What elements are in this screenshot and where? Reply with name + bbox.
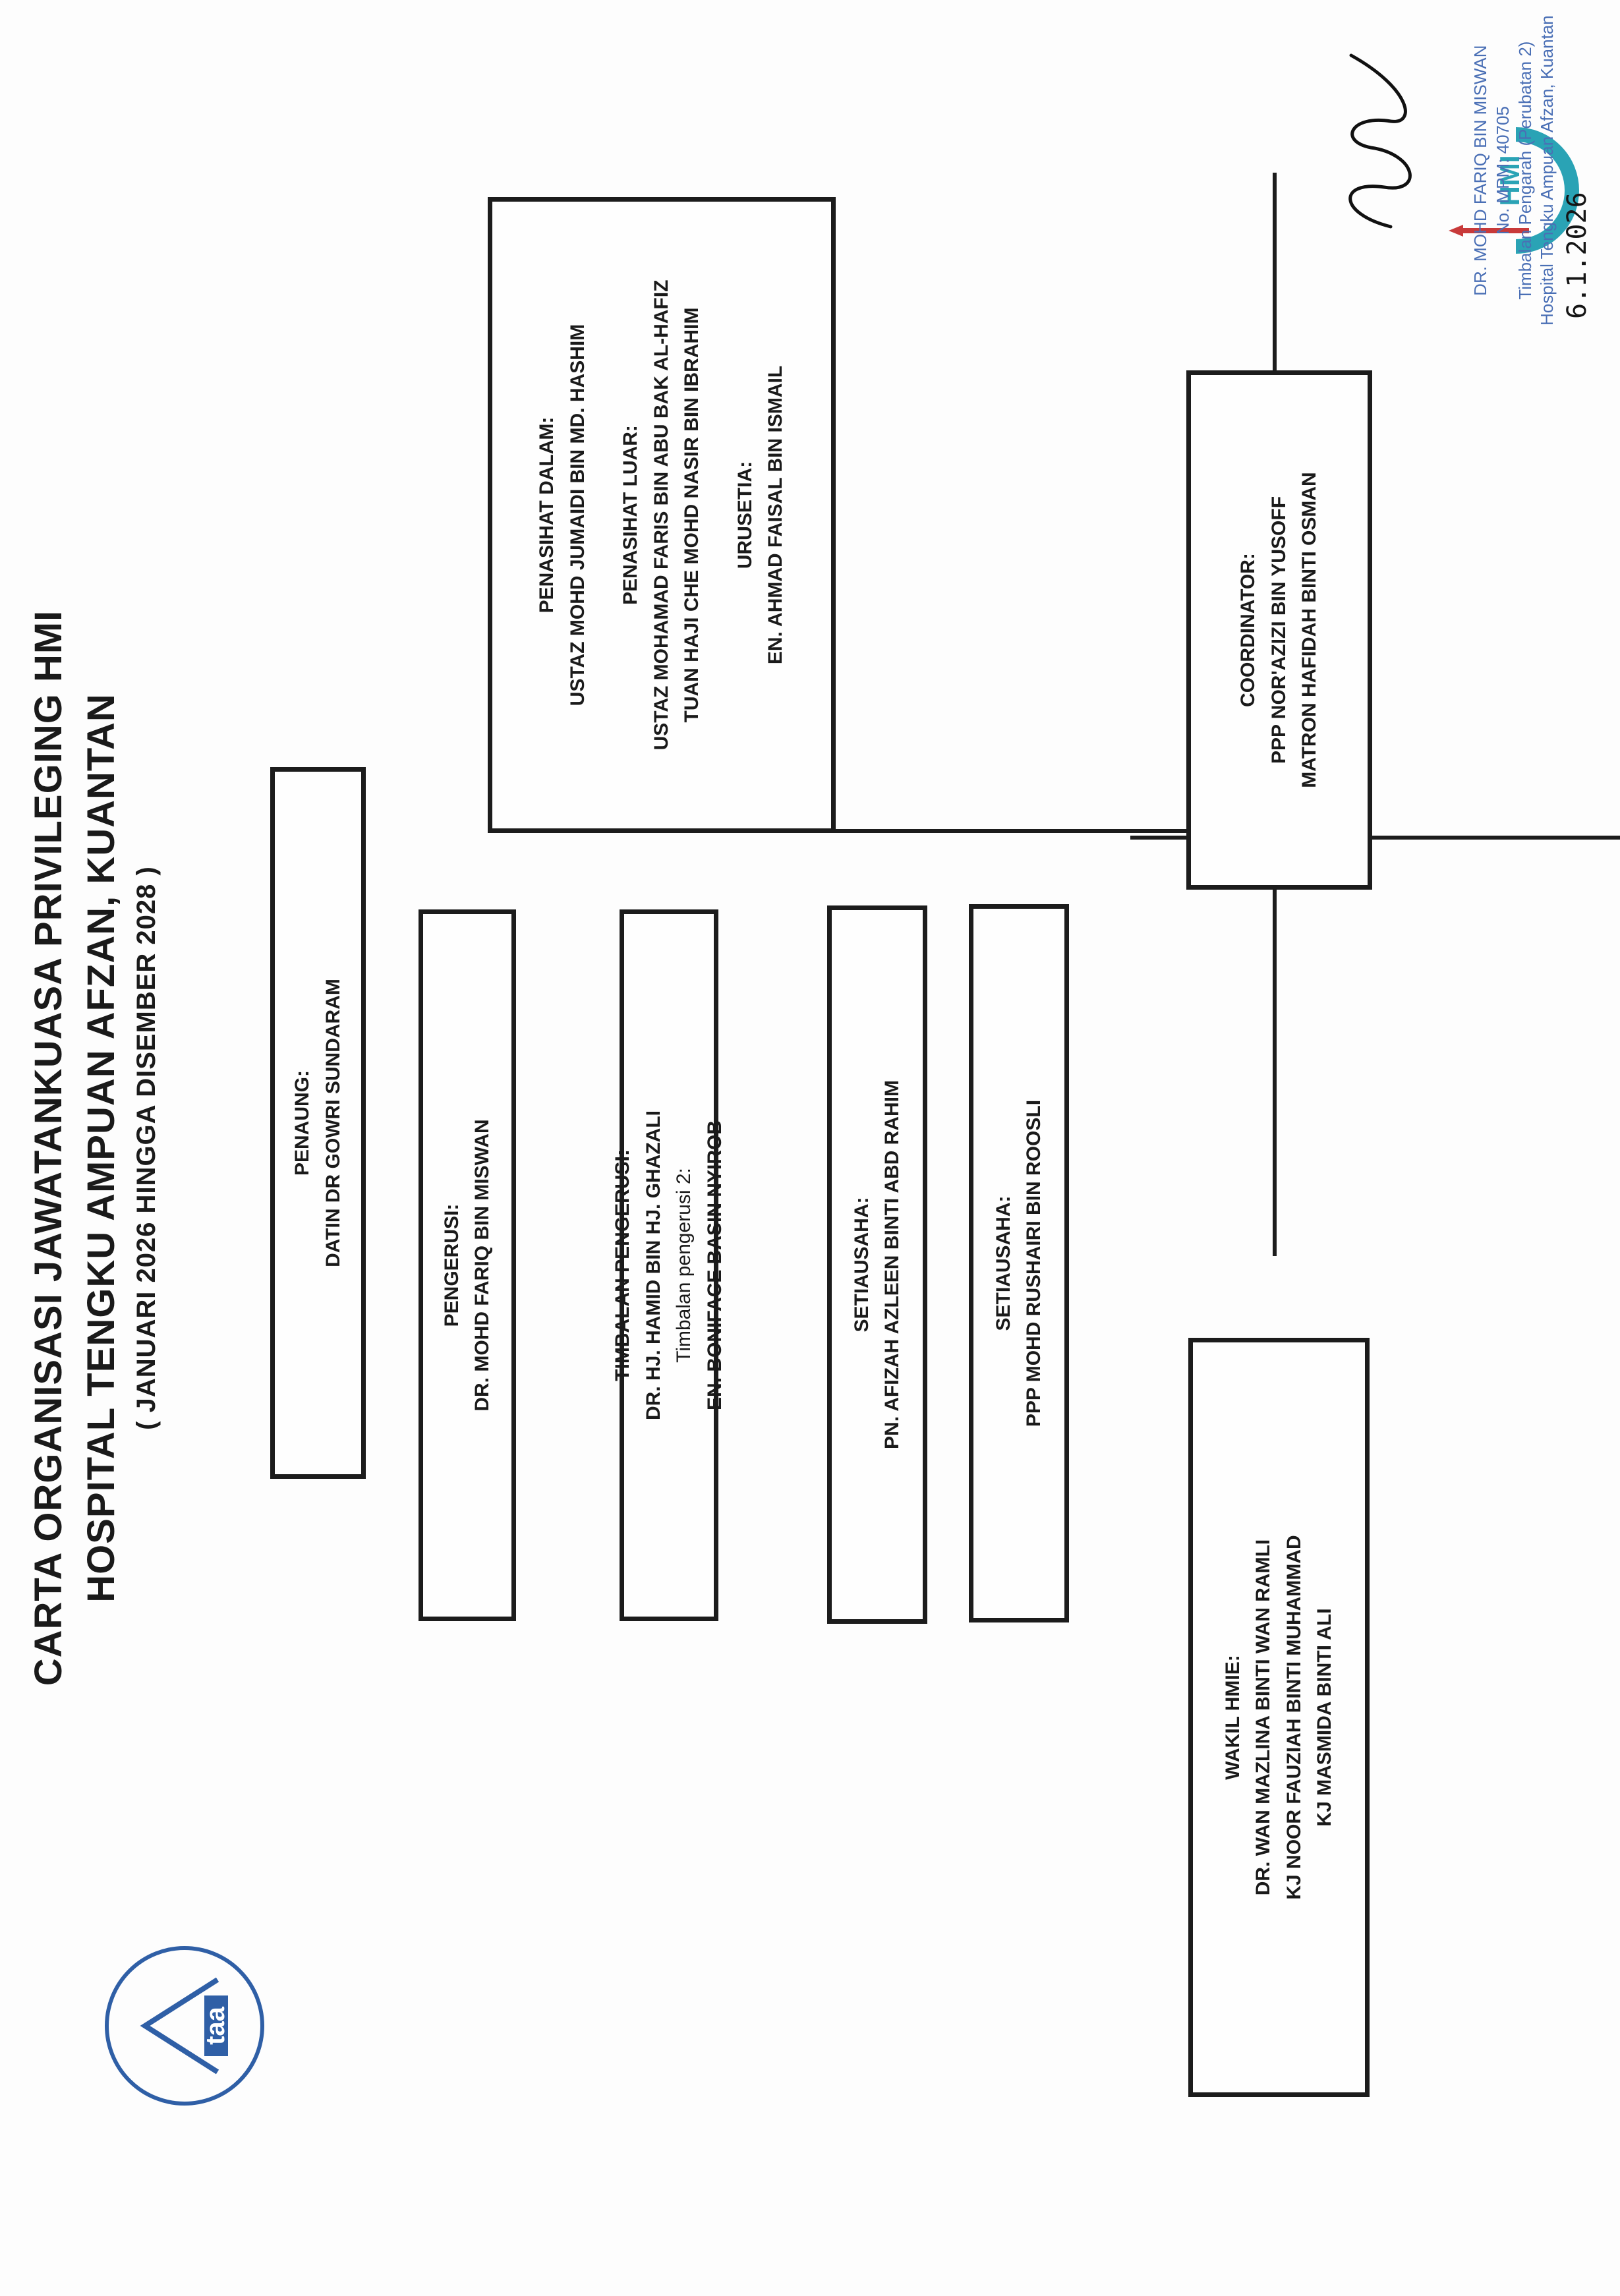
penasihat-dalam-role: PENASIHAT DALAM: [536, 416, 558, 614]
setiausaha-2-role: SETIAUSAHA: [992, 1195, 1014, 1331]
wakil-name-3: KJ MASMIDA BINTI ALI [1314, 1608, 1335, 1827]
stamp-line-2: No. MPM: 40705 [1492, 106, 1513, 235]
hmi-logo-text: HMI [1494, 156, 1525, 206]
urusetia-role: URUSETIA: [734, 461, 756, 569]
coordinator-name-2: MATRON HAFIDAH BINTI OSMAN [1298, 472, 1321, 788]
timbalan-pengerusi-box: TIMBALAN PENGERUSI: DR. HJ. HAMID BIN HJ… [612, 909, 726, 1621]
penaung-role: PENAUNG: [291, 1070, 313, 1176]
penasihat-luar-name-1: USTAZ MOHAMAD FARIS BIN ABU BAK AL-HAFIZ [650, 279, 672, 751]
timbalan-name: DR. HJ. HAMID BIN HJ. GHAZALI [642, 1110, 664, 1421]
wakil-name-2: KJ NOOR FAUZIAH BINTI MUHAMMAD [1283, 1535, 1305, 1900]
coordinator-name-1: PPP NOR'AZIZI BIN YUSOFF [1267, 496, 1290, 764]
penasihat-box: PENASIHAT DALAM: USTAZ MOHD JUMAIDI BIN … [488, 197, 836, 833]
hmi-logo: HMI [1449, 127, 1579, 254]
wakil-role: WAKIL HMIE: [1221, 1655, 1244, 1780]
signature [1348, 53, 1412, 229]
penasihat-dalam-name: USTAZ MOHD JUMAIDI BIN MD. HASHIM [566, 324, 589, 706]
setiausaha-1-name: PN. AFIZAH AZLEEN BINTI ABD RAHIM [881, 1080, 903, 1449]
urusetia-name: EN. AHMAD FAISAL BIN ISMAIL [765, 365, 787, 665]
taa-logo-text: taa [201, 2006, 230, 2045]
taa-logo: taa [105, 1946, 264, 2106]
wakil-name-1: DR. WAN MAZLINA BINTI WAN RAMLI [1252, 1539, 1274, 1896]
pengerusi-role: PENGERUSI: [440, 1203, 463, 1327]
pengerusi-box: PENGERUSI: DR. MOHD FARIQ BIN MISWAN [419, 909, 516, 1621]
stamp-line-1: DR. MOHD FARIQ BIN MISWAN [1470, 45, 1490, 296]
penaung-name: DATIN DR GOWRI SUNDARAM [322, 979, 344, 1267]
setiausaha-1-role: SETIAUSAHA: [850, 1197, 873, 1333]
coordinator-role: COORDINATOR: [1237, 553, 1259, 707]
official-stamp: DR. MOHD FARIQ BIN MISWAN No. MPM: 40705… [1470, 15, 1559, 326]
timbalan-role-2: Timbalan pengerusi 2: [673, 1168, 695, 1363]
stamp-line-4: Hospital Tengku Ampuan Afzan, Kuantan [1537, 15, 1557, 326]
chart-title-line-1: CARTA ORGANISASI JAWATANKUASA PRIVILEGIN… [27, 610, 70, 1686]
setiausaha-2-box: SETIAUSAHA: PPP MOHD RUSHAIRI BIN ROOSLI [969, 904, 1069, 1622]
signature-date: 6.1.2026 [1562, 192, 1592, 319]
timbalan-role: TIMBALAN PENGERUSI: [612, 1149, 633, 1381]
setiausaha-2-name: PPP MOHD RUSHAIRI BIN ROOSLI [1023, 1099, 1045, 1427]
wakil-hmie-box: WAKIL HMIE: DR. WAN MAZLINA BINTI WAN RA… [1188, 1338, 1370, 2097]
pengerusi-name: DR. MOHD FARIQ BIN MISWAN [471, 1119, 493, 1412]
penasihat-luar-name-2: TUAN HAJI CHE MOHD NASIR BIN IBRAHIM [681, 307, 703, 723]
penasihat-luar-role: PENASIHAT LUAR: [620, 425, 642, 605]
setiausaha-1-box: SETIAUSAHA: PN. AFIZAH AZLEEN BINTI ABD … [827, 905, 927, 1624]
penaung-box: PENAUNG: DATIN DR GOWRI SUNDARAM [270, 767, 366, 1479]
timbalan-name-2: EN. BONIFACE BASIN NYIROB [703, 1120, 726, 1411]
stamp-line-3: Timbalan Pengarah (Perubatan 2) [1515, 41, 1535, 300]
coordinator-box: COORDINATOR: PPP NOR'AZIZI BIN YUSOFF MA… [1186, 370, 1372, 890]
